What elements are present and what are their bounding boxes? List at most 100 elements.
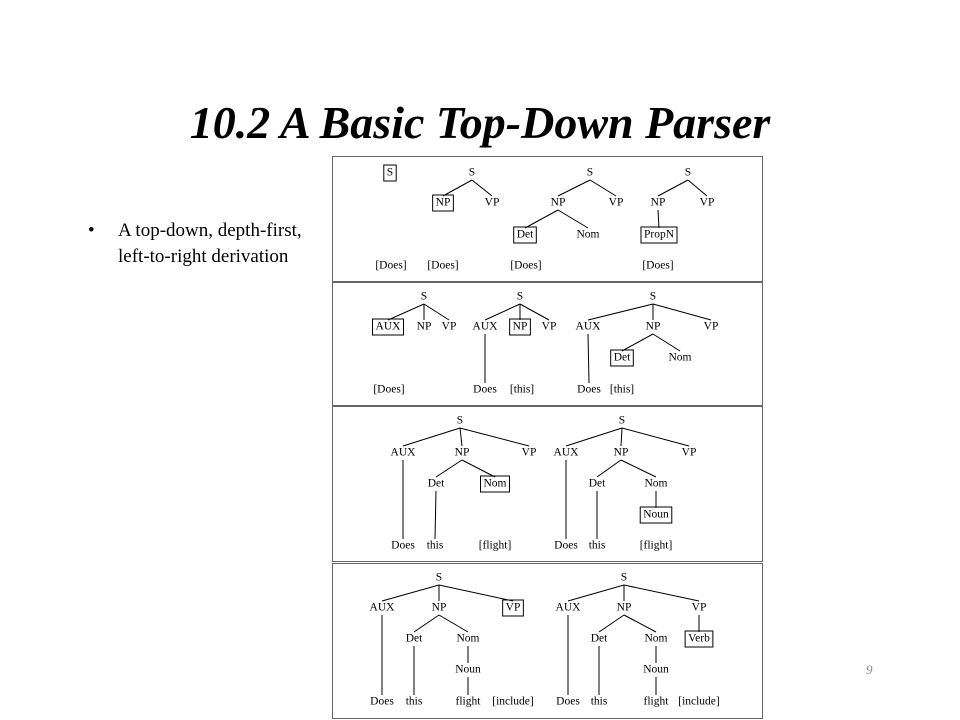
page-number: 9 <box>866 662 873 677</box>
tree-edge <box>652 303 712 321</box>
tree-node-label: [this] <box>610 384 634 396</box>
tree-node-label: VP <box>485 197 500 209</box>
tree-edge <box>557 179 591 197</box>
tree-edge <box>459 427 463 447</box>
tree-edge <box>587 333 590 384</box>
tree-node-label: S <box>436 572 442 584</box>
current-node-box <box>640 226 678 244</box>
tree-node-label: [flight] <box>479 540 512 552</box>
bullet-text: A top-down, depth-first, left-to-right d… <box>118 220 302 267</box>
tree-node-label: Does <box>577 384 601 396</box>
tree-edge <box>623 584 700 602</box>
tree-node-label: [this] <box>510 384 534 396</box>
tree-node-label: flight <box>644 696 670 708</box>
bullet-icon: • <box>88 220 95 241</box>
current-node-box <box>513 226 537 244</box>
tree-node-label: Nom <box>457 633 480 645</box>
tree-node-label: Nom <box>645 478 668 490</box>
tree-node-label: VP <box>692 602 707 614</box>
tree-node-label-highlighted: Nom <box>484 478 507 490</box>
tree-node-label: NP <box>551 197 566 209</box>
tree-edge <box>438 584 514 602</box>
tree-edge <box>621 427 690 447</box>
current-node-box <box>383 164 397 182</box>
tree-edge <box>587 303 654 321</box>
tree-edge <box>565 427 623 447</box>
tree-node-label: NP <box>651 197 666 209</box>
tree-node-label-highlighted: Noun <box>643 509 669 521</box>
current-node-box <box>432 194 454 212</box>
tree-node-label-highlighted: Det <box>614 352 631 364</box>
tree-node-label: Det <box>406 633 423 645</box>
tree-node-label: flight <box>456 696 482 708</box>
tree-node-label: [Does] <box>373 384 404 396</box>
tree-edges <box>402 427 690 540</box>
tree-node-label: Det <box>589 478 606 490</box>
tree-edge <box>596 459 622 478</box>
tree-node-label: AUX <box>576 321 602 333</box>
tree-node-label: this <box>591 696 608 708</box>
tree-edge <box>471 179 493 197</box>
tree-node-label-highlighted: Det <box>517 229 534 241</box>
tree-node-label: [Does] <box>510 260 541 272</box>
tree-edge <box>524 209 559 229</box>
tree-edge <box>657 179 689 197</box>
tree-node-label: VP <box>700 197 715 209</box>
tree-edge <box>519 303 550 321</box>
tree-edge <box>484 303 521 321</box>
bullet-item: • A top-down, depth-first, left-to-right… <box>80 218 315 270</box>
tree-node-label-highlighted: Verb <box>688 633 710 645</box>
tree-node-label: S <box>685 167 691 179</box>
tree-edge <box>657 209 660 229</box>
tree-node-label: S <box>517 291 523 303</box>
tree-node-label: VP <box>609 197 624 209</box>
tree-node-label: NP <box>614 447 629 459</box>
tree-edge <box>413 614 440 633</box>
slide-title: 10.2 A Basic Top-Down Parser <box>189 97 771 148</box>
tree-node-label: Det <box>591 633 608 645</box>
tree-edge <box>387 303 425 321</box>
tree-edge <box>557 209 589 229</box>
tree-node-label: NP <box>646 321 661 333</box>
tree-edge <box>621 333 654 352</box>
tree-edges <box>387 303 712 384</box>
current-node-box <box>480 475 510 493</box>
tree-node-label-highlighted: VP <box>506 602 521 614</box>
tree-node-label: this <box>427 540 444 552</box>
tree-node-label-highlighted: S <box>387 167 393 179</box>
tree-node-label: Does <box>556 696 580 708</box>
tree-edges <box>442 179 708 229</box>
tree-node-label: [Does] <box>375 260 406 272</box>
tree-node-label-highlighted: PropN <box>644 229 675 241</box>
tree-edge <box>381 584 440 602</box>
tree-node-label: Does <box>554 540 578 552</box>
tree-node-label: S <box>650 291 656 303</box>
tree-edge <box>435 459 463 478</box>
tree-edge <box>620 459 657 478</box>
tree-node-label-highlighted: NP <box>436 197 451 209</box>
tree-edge <box>442 179 473 197</box>
tree-node-label: AUX <box>391 447 417 459</box>
tree-node-label: AUX <box>473 321 499 333</box>
tree-node-label: Det <box>428 478 445 490</box>
tree-node-label: AUX <box>554 447 580 459</box>
tree-node-label: Noun <box>455 664 481 676</box>
tree-edge <box>652 333 681 352</box>
tree-node-label: NP <box>617 602 632 614</box>
tree-node-label: this <box>589 540 606 552</box>
tree-node-label: Does <box>370 696 394 708</box>
tree-edge <box>423 303 450 321</box>
tree-node-label: NP <box>417 321 432 333</box>
tree-edge <box>567 584 625 602</box>
